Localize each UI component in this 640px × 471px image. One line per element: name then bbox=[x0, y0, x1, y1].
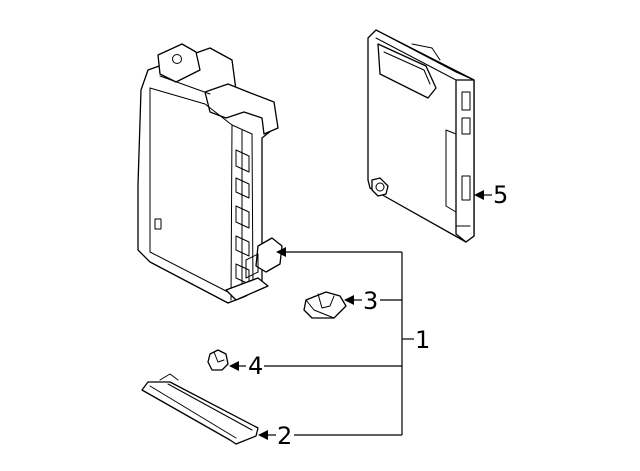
control-module-5 bbox=[367, 29, 475, 243]
leader-lines bbox=[229, 190, 492, 440]
callout-5: 5 bbox=[493, 181, 508, 209]
clip-part-3 bbox=[303, 291, 347, 319]
callout-1: 1 bbox=[415, 326, 430, 354]
callout-2: 2 bbox=[277, 422, 292, 450]
callout-3: 3 bbox=[363, 287, 378, 315]
clip-part-4 bbox=[207, 349, 229, 371]
cover-part-2 bbox=[141, 373, 259, 445]
callout-4: 4 bbox=[248, 352, 263, 380]
junction-block-main bbox=[137, 43, 283, 304]
